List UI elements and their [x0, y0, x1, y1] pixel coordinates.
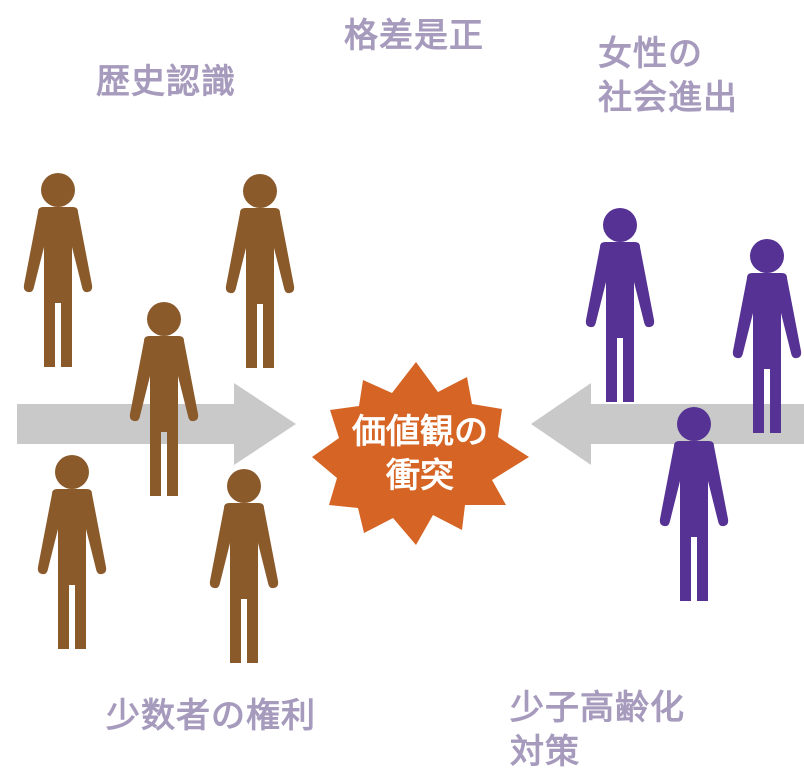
- conflict-label-line-1: 価値観の: [352, 412, 488, 452]
- topic-aging-line-1: 少子高齢化: [510, 688, 685, 728]
- person-right-2: [732, 239, 802, 433]
- topic-history: 歴史認識: [96, 62, 236, 102]
- topic-women: 女性の 社会進出: [598, 32, 738, 120]
- topic-women-line-2: 社会進出: [598, 78, 738, 118]
- topic-minority: 少数者の権利: [106, 696, 316, 736]
- person-left-1: [23, 173, 93, 367]
- conflict-burst: [312, 362, 529, 545]
- person-right-1: [585, 208, 655, 402]
- person-left-2: [225, 174, 295, 368]
- topic-aging: 少子高齢化 対策: [510, 686, 685, 774]
- conflict-label-line-2: 衝突: [386, 456, 454, 496]
- topic-aging-line-2: 対策: [510, 732, 580, 772]
- topic-inequality: 格差是正: [344, 16, 484, 56]
- person-left-3: [129, 302, 199, 496]
- topic-women-line-1: 女性の: [598, 34, 703, 74]
- conflict-label: 価値観の 衝突: [320, 410, 520, 498]
- person-left-5: [209, 469, 279, 663]
- right-arrow: [531, 383, 804, 465]
- person-left-4: [37, 455, 107, 649]
